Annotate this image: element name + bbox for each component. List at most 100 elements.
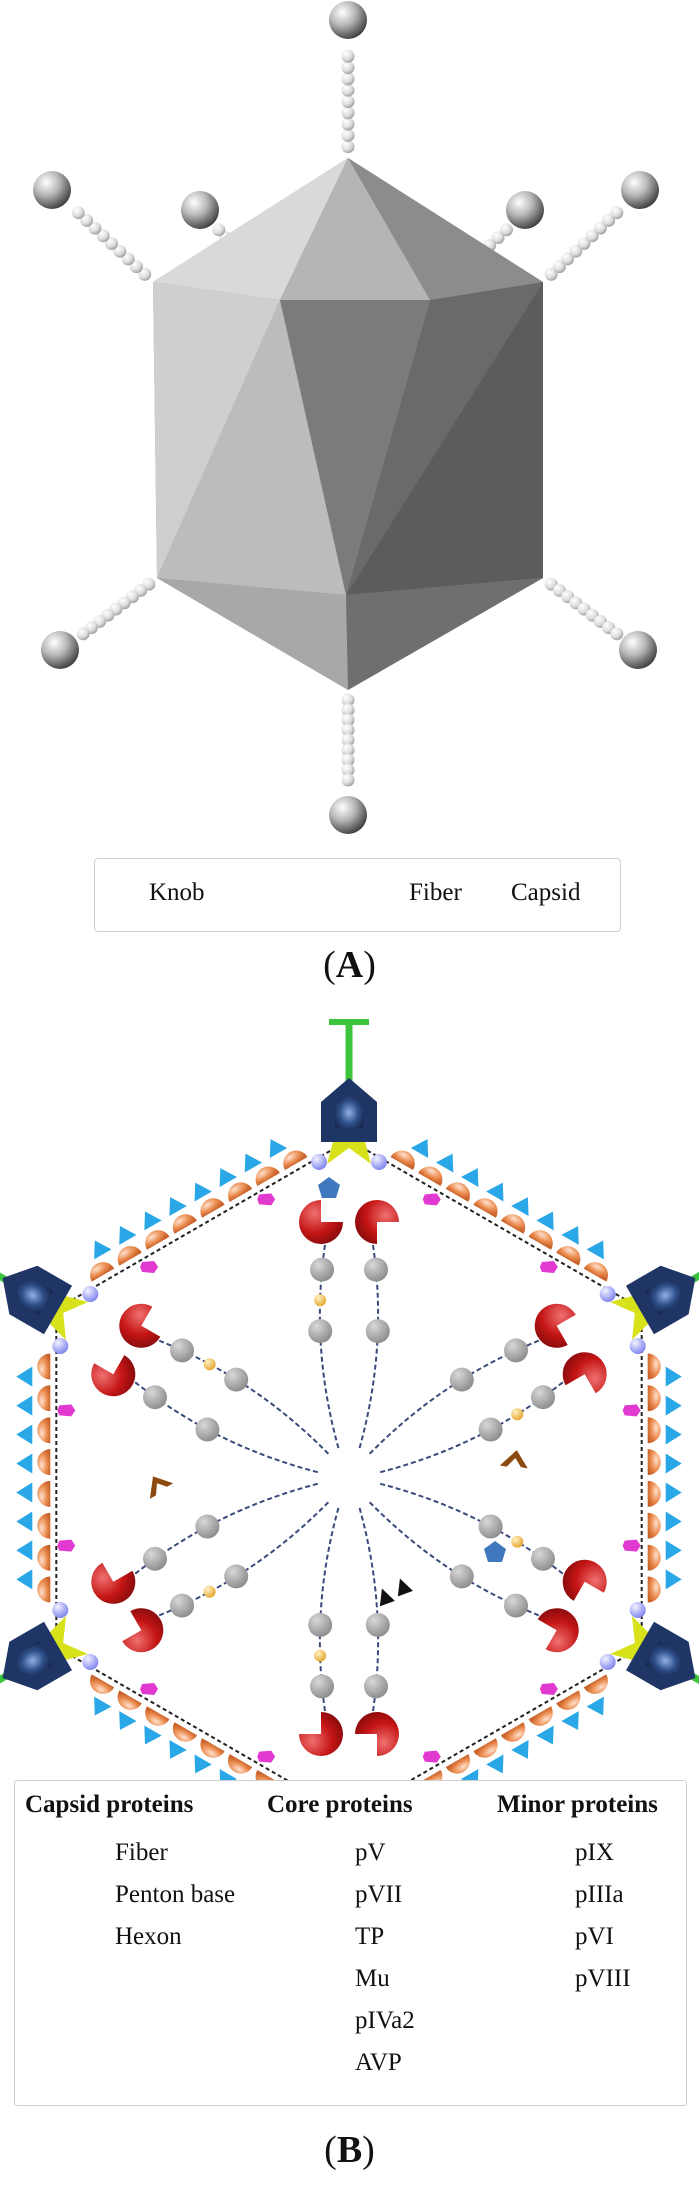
- legend-capsid-proteins-title: Capsid proteins: [25, 1791, 194, 1818]
- pvii: [531, 1385, 555, 1410]
- hexon: [473, 1198, 498, 1218]
- hexon: [37, 1449, 51, 1476]
- hexon: [228, 1754, 253, 1774]
- penton-base-center: [645, 1279, 682, 1316]
- hexon: [647, 1512, 661, 1539]
- fiber-bead: [341, 72, 355, 86]
- core-dna-strands: [134, 1244, 564, 1712]
- fiber-bead: [341, 128, 355, 142]
- legend-pviii: pVIII: [575, 1965, 631, 1992]
- fiber-bead: [561, 252, 575, 266]
- fiber-bead: [341, 140, 355, 154]
- icosahedral-capsid: [153, 158, 543, 690]
- fiber-bead: [341, 61, 355, 75]
- pviii: [629, 1602, 646, 1618]
- fiber-bead: [491, 231, 505, 245]
- knob: [41, 631, 79, 669]
- legend-avp: AVP: [355, 2049, 402, 2076]
- pvi: [140, 1261, 159, 1273]
- knob: [329, 1, 367, 39]
- pix: [511, 1197, 529, 1216]
- fiber-bead: [341, 763, 355, 777]
- pvii: [504, 1593, 528, 1618]
- pix: [194, 1182, 212, 1202]
- pix: [511, 1740, 529, 1759]
- pix: [665, 1511, 682, 1532]
- fiber-bead: [71, 206, 85, 220]
- hexon: [647, 1353, 661, 1380]
- pix: [665, 1482, 682, 1503]
- pviii: [52, 1602, 69, 1618]
- legend-core-proteins-title: Core proteins: [267, 1791, 413, 1818]
- fiber-bead: [552, 260, 566, 274]
- hexon: [117, 1690, 142, 1710]
- fiber-bead: [341, 693, 355, 707]
- pix: [561, 1226, 579, 1245]
- pix: [461, 1168, 479, 1187]
- hexon: [556, 1690, 581, 1710]
- pix: [169, 1197, 187, 1216]
- panel-a-capsid-illustration: [33, 1, 659, 918]
- pvi: [57, 1404, 76, 1417]
- avp: [149, 1476, 174, 1499]
- hexon: [647, 1480, 661, 1507]
- piva2: [318, 1177, 340, 1198]
- mu: [511, 1535, 524, 1548]
- hexon: [90, 1674, 115, 1694]
- pviii: [82, 1286, 99, 1302]
- pix: [94, 1696, 112, 1716]
- pvii: [449, 1367, 474, 1392]
- pix: [410, 1139, 429, 1158]
- pix: [486, 1754, 504, 1774]
- pvii: [364, 1674, 388, 1699]
- hexon: [418, 1166, 443, 1186]
- fiber-bead: [577, 237, 591, 250]
- pv: [562, 1559, 607, 1601]
- fiber-bead: [602, 213, 616, 227]
- avp: [499, 1450, 528, 1469]
- fiber-bead: [341, 733, 355, 747]
- fiber-bead: [138, 267, 152, 281]
- pix: [194, 1754, 212, 1774]
- tp: [379, 1588, 395, 1607]
- pix: [144, 1725, 162, 1745]
- pvii: [310, 1674, 334, 1699]
- hexon: [172, 1722, 198, 1742]
- hexon: [90, 1262, 115, 1282]
- fiber-bead: [341, 95, 355, 108]
- pvi: [539, 1261, 558, 1273]
- pix: [16, 1540, 33, 1561]
- hexon: [500, 1214, 526, 1234]
- pix: [269, 1139, 288, 1158]
- fiber-bead: [341, 723, 355, 737]
- legend-capsid-label: Capsid: [511, 879, 581, 906]
- mu: [511, 1408, 524, 1421]
- pix: [16, 1482, 33, 1503]
- pvii: [365, 1612, 390, 1637]
- pix: [435, 1153, 454, 1173]
- pv: [534, 1303, 576, 1348]
- legend-tp: TP: [355, 1923, 385, 1950]
- knob: [619, 631, 657, 669]
- penton-base-center: [16, 1279, 53, 1316]
- pvi: [622, 1404, 641, 1417]
- pix: [16, 1366, 33, 1387]
- legend-fiber-protein: Fiber: [115, 1839, 168, 1866]
- fiber-bead: [610, 206, 624, 220]
- tp: [397, 1578, 413, 1597]
- mu: [203, 1358, 216, 1371]
- pix: [665, 1569, 682, 1590]
- hexon: [528, 1706, 553, 1726]
- piva2: [484, 1541, 506, 1562]
- pv: [537, 1608, 579, 1653]
- pvi: [257, 1750, 276, 1763]
- hexon: [145, 1230, 170, 1250]
- pvii: [365, 1319, 390, 1344]
- legend-pv: pV: [355, 1839, 386, 1866]
- hexon: [647, 1576, 661, 1603]
- pv: [355, 1712, 399, 1756]
- fiber-bead: [585, 229, 599, 243]
- pix: [486, 1182, 504, 1202]
- fiber-bead: [341, 713, 355, 727]
- pvii: [531, 1546, 555, 1571]
